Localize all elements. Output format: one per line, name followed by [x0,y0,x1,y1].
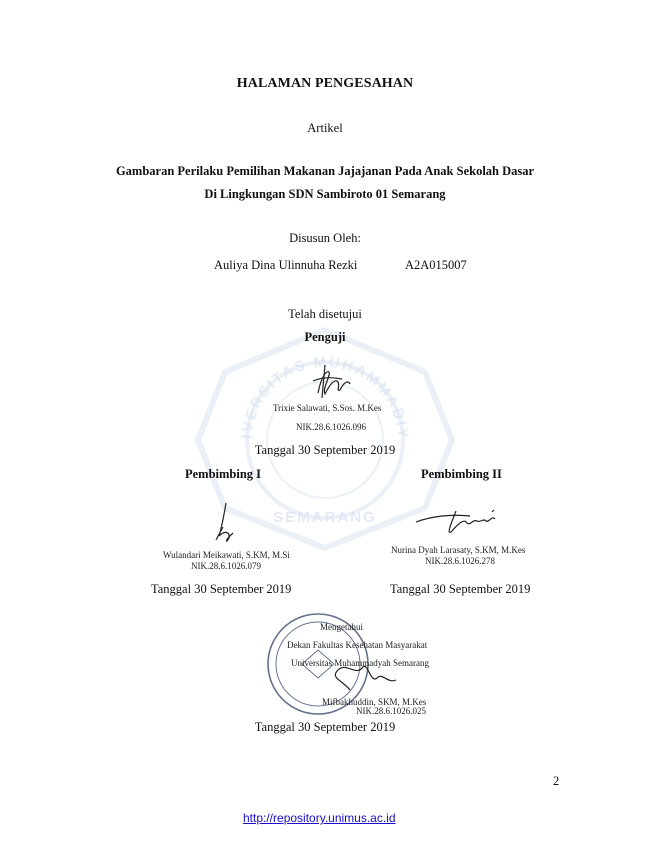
advisor2-signature [415,509,496,533]
dean-position: Dekan Fakultas Kesehatan Masyarakat [287,640,428,650]
advisor1-date: Tanggal 30 September 2019 [151,582,292,596]
article-title-line1: Gambaran Perilaku Pemilihan Makanan Jaja… [115,164,535,178]
advisor2-nik: NIK.28.6.1026.278 [425,556,495,566]
dean-date: Tanggal 30 September 2019 [254,720,396,734]
advisor1-name: Wulandari Meikawati, S.KM, M.Si [163,550,290,560]
dean-nik: NIK.28.6.1026.025 [356,706,426,716]
examiner-role: Penguji [304,330,346,344]
author-name: Auliya Dina Ulinnuha Rezki [214,258,358,272]
advisor1-nik: NIK.28.6.1026.079 [191,561,261,571]
approved-label: Telah disetujui [288,307,362,321]
acknowledged-label: Mengetahui [320,622,363,632]
examiner-date: Tanggal 30 September 2019 [254,443,396,457]
repository-link[interactable]: http://repository.unimus.ac.id [243,811,396,825]
dean-institution: Universitas Muhammadyah Semarang [291,658,429,668]
examiner-signature [312,364,351,399]
advisor2-date: Tanggal 30 September 2019 [390,582,531,596]
watermark-bottom-text: SEMARANG [273,509,377,526]
document-type-label: Artikel [307,121,343,135]
advisor1-role: Pembimbing I [185,467,262,481]
page-number: 2 [553,774,560,788]
advisor1-signature [215,502,234,542]
page-heading: HALAMAN PENGESAHAN [236,76,414,91]
prepared-by-label: Disusun Oleh: [289,231,361,245]
examiner-name: Trixie Salawati, S.Sos. M.Kes [273,403,382,413]
examiner-nik: NIK.28.6.1026.096 [296,422,366,432]
advisor2-role: Pembimbing II [421,467,502,481]
advisor2-name: Nurina Dyah Larasaty, S.KM, M.Kes [391,545,526,555]
article-title-line2: Di Lingkungan SDN Sambiroto 01 Semarang [204,187,446,201]
dean-signature [334,665,397,691]
dean-stamp [267,613,369,715]
author-nim: A2A015007 [405,258,467,272]
dean-name: Mifbakhuddin, SKM, M.Kes [322,697,427,707]
